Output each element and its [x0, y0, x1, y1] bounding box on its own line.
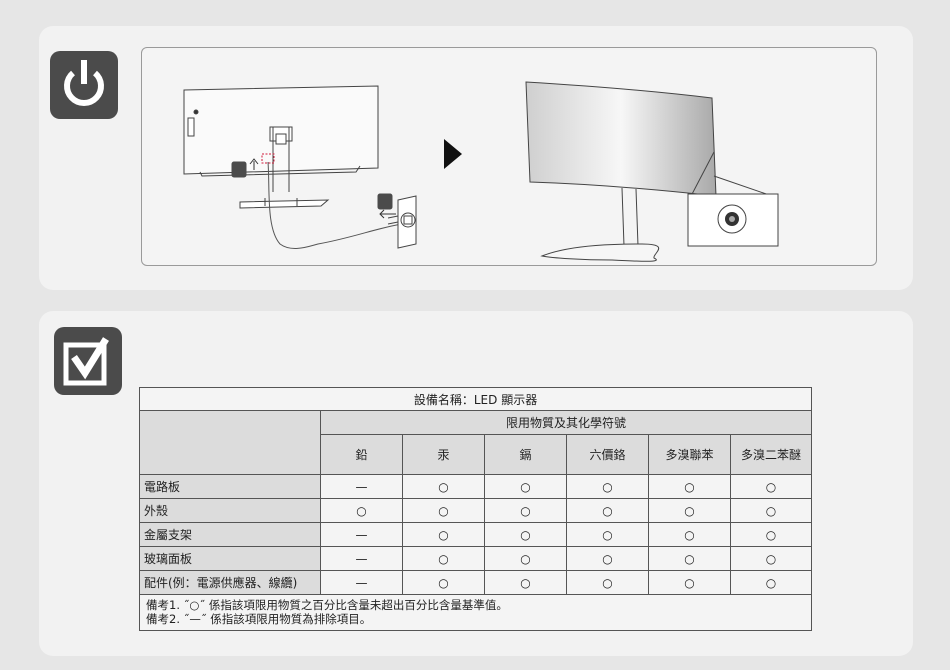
part-name: 外殼 [140, 499, 321, 523]
substance-group-header: 限用物質及其化學符號 [321, 411, 812, 435]
restricted-substances-table: 設備名稱：LED 顯示器 限用物質及其化學符號 鉛 汞 鎘 六價鉻 多溴聯苯 多… [139, 387, 812, 631]
mark-cell: ○ [567, 547, 649, 571]
mark-cell: ○ [649, 547, 731, 571]
mark-cell: ○ [403, 523, 485, 547]
substance-header: 六價鉻 [567, 435, 649, 475]
part-name: 玻璃面板 [140, 547, 321, 571]
mark-cell: ○ [403, 547, 485, 571]
table-row: 外殼 ○ ○ ○ ○ ○ ○ [140, 499, 812, 523]
table-title: 設備名稱：LED 顯示器 [140, 388, 812, 411]
header-blank-cell [140, 411, 321, 475]
substance-header: 鎘 [485, 435, 567, 475]
mark-cell: ○ [485, 523, 567, 547]
power-icon [50, 51, 118, 119]
substance-header: 多溴聯苯 [649, 435, 731, 475]
table-row: 金屬支架 — ○ ○ ○ ○ ○ [140, 523, 812, 547]
table-row: 玻璃面板 — ○ ○ ○ ○ ○ [140, 547, 812, 571]
mark-cell: ○ [731, 499, 812, 523]
mark-cell: ○ [485, 499, 567, 523]
mark-cell: ○ [649, 571, 731, 595]
arrow-right-icon [444, 139, 462, 169]
substance-header: 汞 [403, 435, 485, 475]
mark-cell: ○ [567, 571, 649, 595]
mark-cell: ○ [567, 499, 649, 523]
mark-cell: ○ [567, 475, 649, 499]
checklist-badge [54, 327, 122, 395]
part-name: 配件(例：電源供應器、線纜) [140, 571, 321, 595]
note-2: 備考2. ˝—˝ 係指該項限用物質為排除項目。 [146, 612, 805, 626]
table-row: 配件(例：電源供應器、線纜) — ○ ○ ○ ○ ○ [140, 571, 812, 595]
note-1: 備考1. ˝○˝ 係指該項限用物質之百分比含量未超出百分比含量基準值。 [146, 598, 805, 612]
mark-cell: ○ [485, 475, 567, 499]
monitor-front-illustration [526, 82, 778, 261]
checkbox-icon [54, 327, 122, 395]
substance-header: 鉛 [321, 435, 403, 475]
rohs-declaration-card: 設備名稱：LED 顯示器 限用物質及其化學符號 鉛 汞 鎘 六價鉻 多溴聯苯 多… [39, 311, 913, 656]
mark-cell: ○ [403, 499, 485, 523]
power-connection-card [39, 26, 913, 290]
mark-cell: ○ [649, 523, 731, 547]
mark-cell: ○ [485, 547, 567, 571]
table-row: 電路板 — ○ ○ ○ ○ ○ [140, 475, 812, 499]
mark-cell: — [321, 523, 403, 547]
table-notes: 備考1. ˝○˝ 係指該項限用物質之百分比含量未超出百分比含量基準值。 備考2.… [140, 595, 812, 631]
monitor-back-illustration [184, 86, 416, 248]
mark-cell: — [321, 571, 403, 595]
mark-cell: ○ [567, 523, 649, 547]
mark-cell: ○ [731, 523, 812, 547]
mark-cell: ○ [731, 475, 812, 499]
connection-illustration [141, 47, 877, 266]
part-name: 電路板 [140, 475, 321, 499]
mark-cell: ○ [485, 571, 567, 595]
mark-cell: ○ [403, 571, 485, 595]
mark-cell: — [321, 475, 403, 499]
mark-cell: ○ [649, 475, 731, 499]
mark-cell: ○ [731, 547, 812, 571]
part-name: 金屬支架 [140, 523, 321, 547]
substance-header: 多溴二苯醚 [731, 435, 812, 475]
mark-cell: ○ [321, 499, 403, 523]
mark-cell: ○ [649, 499, 731, 523]
mark-cell: ○ [731, 571, 812, 595]
mark-cell: ○ [403, 475, 485, 499]
mark-cell: — [321, 547, 403, 571]
power-badge [50, 51, 118, 119]
